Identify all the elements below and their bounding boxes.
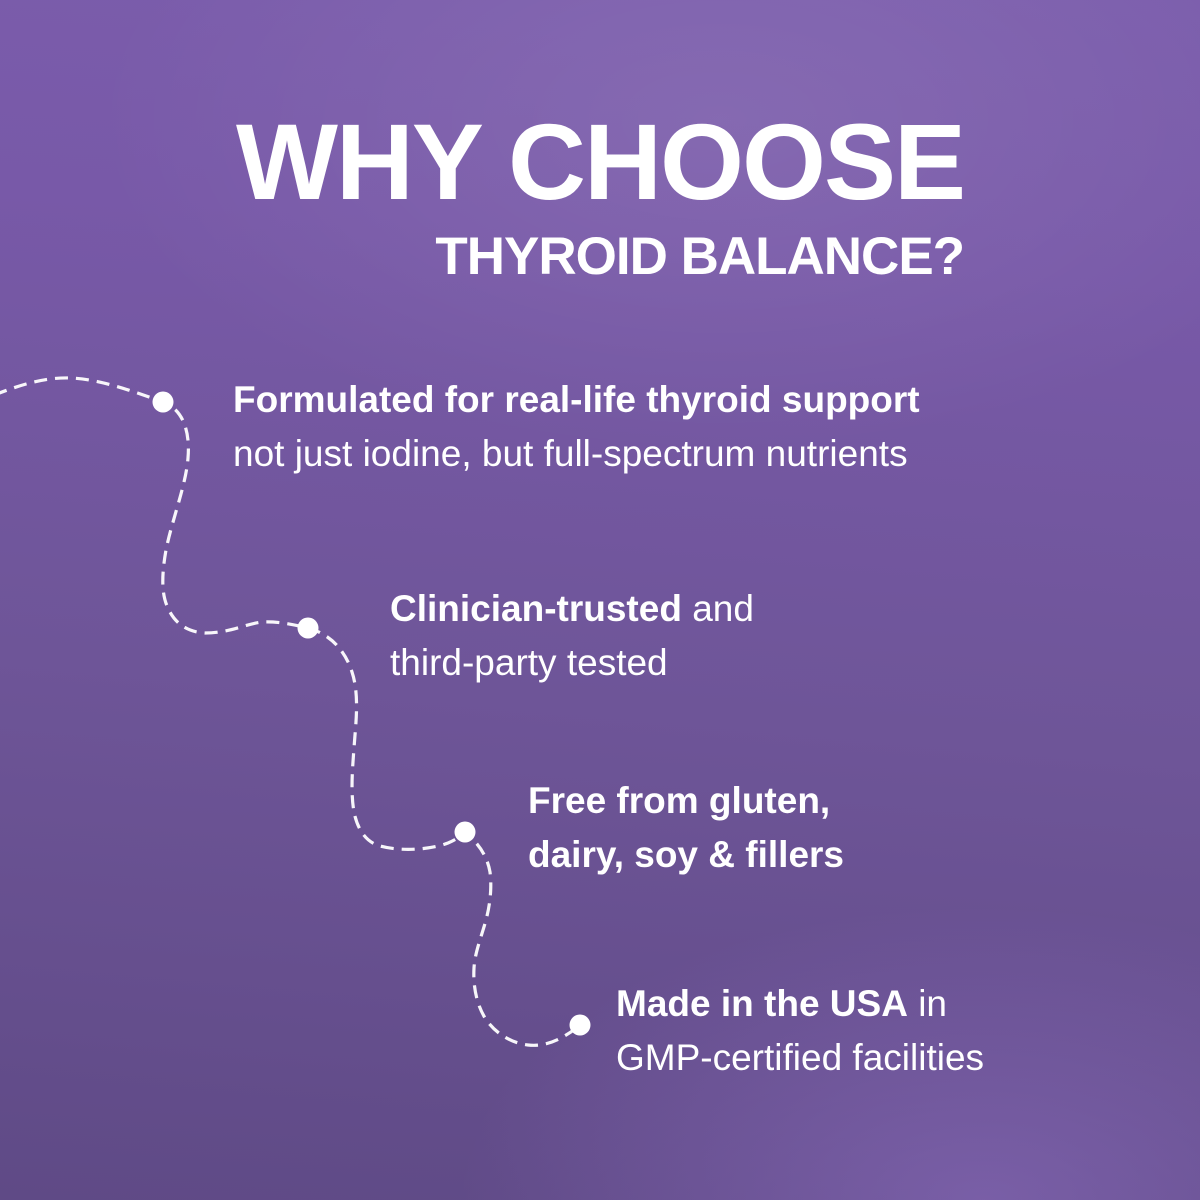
benefit-line: third-party tested	[390, 636, 754, 690]
benefit-line: Formulated for real-life thyroid support	[233, 373, 920, 427]
title-block: WHY CHOOSE THYROID BALANCE?	[235, 101, 966, 286]
benefit-line: Clinician-trusted and	[390, 582, 754, 636]
benefit-item-made-in-usa: Made in the USA in GMP-certified facilit…	[616, 977, 984, 1085]
journey-dot-1	[152, 391, 174, 413]
benefit-line: not just iodine, but full-spectrum nutri…	[233, 427, 920, 481]
journey-dot-2	[297, 617, 319, 639]
benefit-text-bold: Made in the USA	[616, 983, 908, 1024]
benefit-text-regular: in	[907, 983, 947, 1024]
journey-dot-4	[569, 1014, 591, 1036]
benefit-text-regular: GMP-certified facilities	[616, 1037, 985, 1078]
benefit-text-bold: Free from gluten,	[528, 780, 831, 821]
benefit-text-bold: Clinician-trusted	[390, 588, 682, 629]
benefit-line: Free from gluten,	[528, 774, 844, 828]
page-subtitle: THYROID BALANCE?	[435, 227, 965, 286]
benefit-line: Made in the USA in	[616, 977, 984, 1031]
benefit-text-regular: third-party tested	[390, 642, 668, 683]
benefit-text-regular: and	[681, 588, 754, 629]
benefit-text-bold: dairy, soy & fillers	[528, 834, 844, 875]
benefit-text-regular: not just iodine, but full-spectrum nutri…	[233, 433, 908, 474]
journey-dot-3	[454, 821, 476, 843]
benefit-text-bold: Formulated for real-life thyroid support	[233, 379, 920, 420]
benefit-item-clinician-trusted: Clinician-trusted and third-party tested	[390, 582, 754, 690]
benefit-item-free-from: Free from gluten, dairy, soy & fillers	[528, 774, 844, 882]
benefit-line: GMP-certified facilities	[616, 1031, 984, 1085]
benefit-line: dairy, soy & fillers	[528, 828, 844, 882]
page-title: WHY CHOOSE	[235, 101, 966, 222]
benefit-item-formulated: Formulated for real-life thyroid support…	[233, 373, 920, 481]
